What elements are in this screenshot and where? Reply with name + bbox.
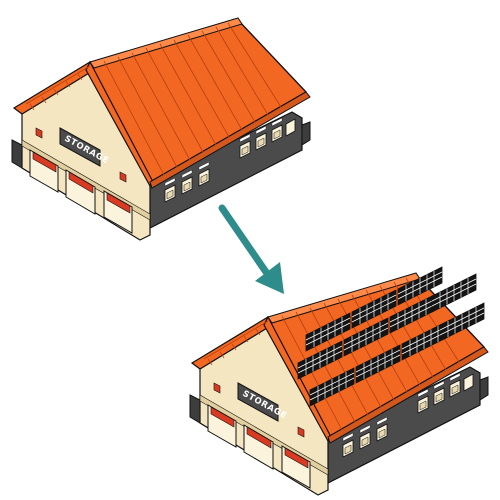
warehouse-before: STORAGE — [11, 17, 311, 241]
warehouse-after: STORAGE — [189, 266, 489, 496]
arrow-down-right-icon — [218, 204, 284, 294]
